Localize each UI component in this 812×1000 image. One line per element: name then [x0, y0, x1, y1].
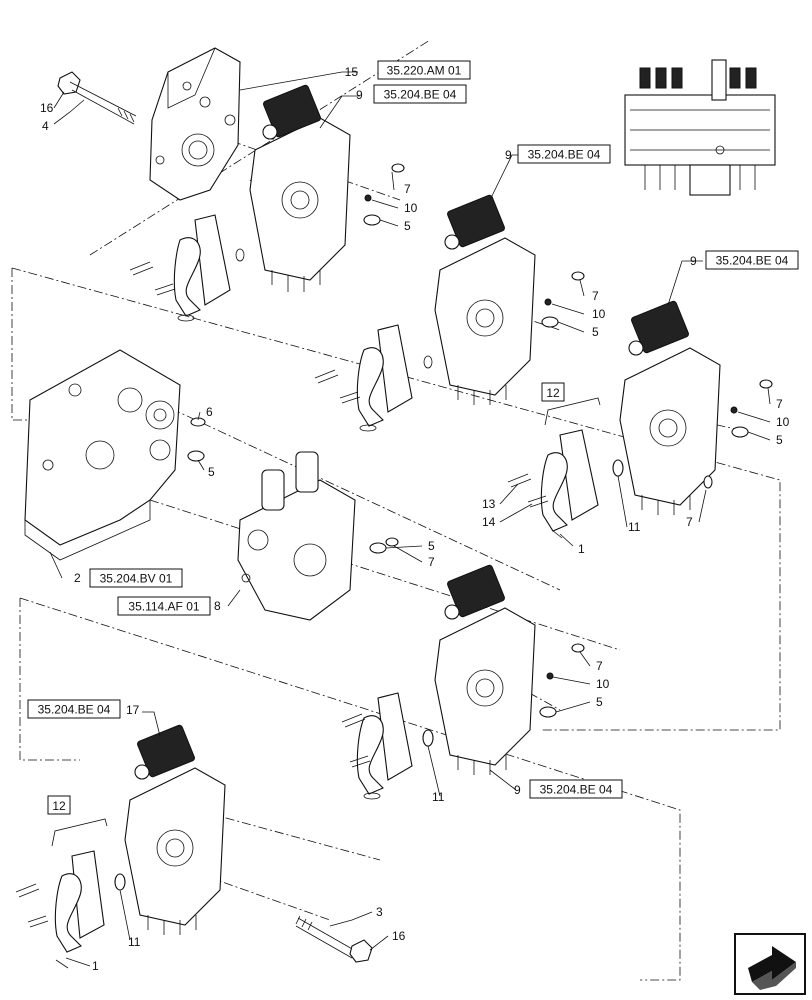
callout: 12	[546, 386, 560, 400]
callout: 2	[74, 571, 81, 585]
valve-section-lower	[341, 564, 585, 800]
callout: 5	[592, 325, 599, 339]
callout: 10	[776, 415, 790, 429]
callout: 6	[206, 405, 213, 419]
callout: 1	[92, 959, 99, 973]
callout: 4	[42, 119, 49, 133]
callout: 7	[686, 515, 693, 529]
callout: 16	[392, 929, 406, 943]
callout: 9	[505, 148, 512, 162]
callout: 5	[208, 465, 215, 479]
reference-boxes: 35.220.AM 01 35.204.BE 04 35.204.BE 04 3…	[27, 60, 799, 815]
callout: 13	[482, 497, 496, 511]
callout: 7	[404, 182, 411, 196]
ref-label: 35.220.AM 01	[387, 64, 462, 78]
tie-rod-bolt-top	[57, 71, 137, 125]
callout: 9	[690, 254, 697, 268]
callout: 5	[776, 433, 783, 447]
callout: 8	[214, 599, 221, 613]
ref-label: 35.204.BE 04	[38, 703, 111, 717]
valve-section-right	[619, 300, 773, 515]
ref-label: 35.204.BE 04	[528, 148, 601, 162]
callout: 7	[428, 555, 435, 569]
callout: 11	[128, 935, 141, 949]
callout: 9	[514, 783, 521, 797]
tie-rod-bolt-bottom	[295, 915, 373, 963]
callout: 7	[596, 659, 603, 673]
ref-label: 35.204.BE 04	[384, 88, 457, 102]
callout: 10	[404, 201, 418, 215]
ref-label: 35.204.BE 04	[540, 783, 613, 797]
callout: 7	[776, 397, 783, 411]
callout-numbers: 15 16 4 9 7 10 5 9 7 10 5 9 7 10 5 12 13…	[40, 65, 790, 973]
solenoid-kit-top	[129, 214, 245, 322]
inlet-section-part	[24, 349, 206, 561]
callout: 7	[592, 289, 599, 303]
callout: 10	[596, 677, 610, 691]
callout: 5	[404, 219, 411, 233]
callout: 14	[482, 515, 496, 529]
navigation-arrow-icon[interactable]	[734, 933, 806, 995]
callout: 15	[345, 65, 359, 79]
valve-section-second	[314, 194, 585, 432]
ref-label: 35.204.BV 01	[100, 572, 173, 586]
callout: 12	[52, 799, 66, 813]
callout: 17	[126, 703, 140, 717]
callout: 5	[428, 539, 435, 553]
valve-section-top	[249, 84, 351, 292]
leader-lines	[49, 71, 771, 967]
callout: 1	[578, 542, 585, 556]
flow-section-part	[237, 451, 399, 621]
solenoid-kit-middle	[507, 397, 624, 539]
callout: 11	[628, 520, 641, 534]
callout: 5	[596, 695, 603, 709]
ref-label: 35.204.BE 04	[716, 254, 789, 268]
ref-label: 35.114.AF 01	[128, 600, 199, 614]
callout: 10	[592, 307, 606, 321]
end-cover-part	[149, 47, 241, 201]
assembly-thumbnail	[624, 59, 776, 196]
callout: 9	[356, 88, 363, 102]
callout: 16	[40, 101, 54, 115]
callout: 11	[432, 790, 445, 804]
valve-section-bottom	[15, 724, 226, 969]
callout: 3	[376, 905, 383, 919]
